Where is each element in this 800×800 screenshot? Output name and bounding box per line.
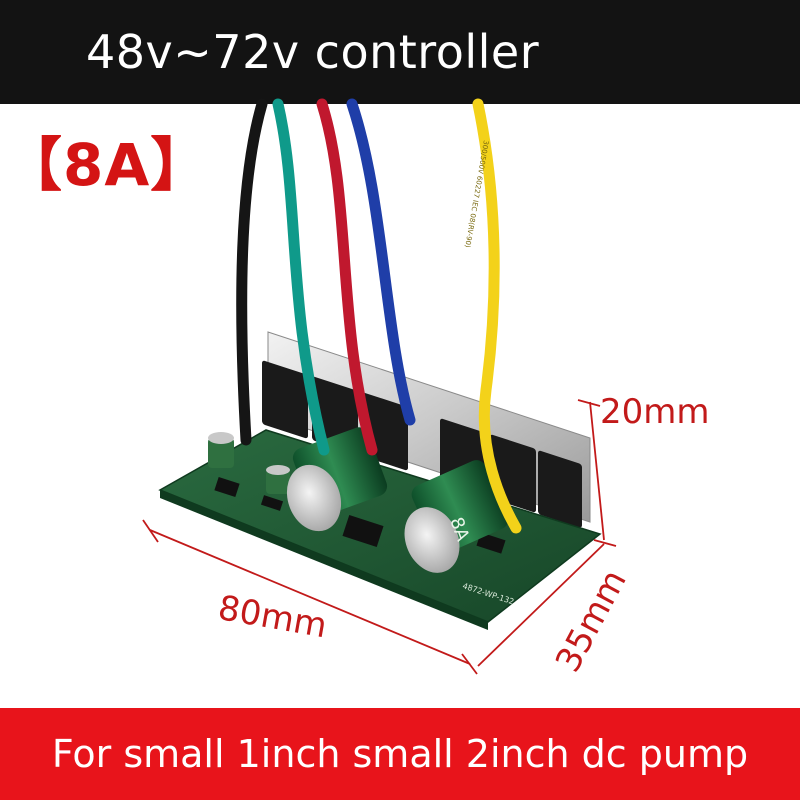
height-tick (577, 399, 601, 407)
dimension-lines (142, 399, 617, 675)
mosfet (262, 360, 308, 439)
small-capacitor (208, 432, 234, 468)
large-capacitor (286, 427, 388, 532)
footer-caption: For small 1inch small 2inch dc pump (51, 732, 749, 776)
length-tick (142, 519, 159, 543)
height-dimension-line (589, 401, 605, 541)
height-tick (593, 539, 617, 547)
current-rating-badge: 【8A】 (4, 131, 210, 199)
yellow-wire (472, 98, 522, 534)
large-capacitor: 8A (404, 460, 509, 573)
black-wire (236, 98, 268, 446)
footer-banner: For small 1inch small 2inch dc pump (0, 708, 800, 800)
width-dimension-line (477, 543, 605, 667)
header-banner: 48v~72v controller (0, 0, 800, 104)
length-dimension-line (149, 529, 471, 665)
blue-wire (346, 98, 416, 426)
length-tick (461, 653, 478, 675)
page-title: 48v~72v controller (86, 25, 540, 79)
red-wire (316, 98, 378, 456)
mosfet (538, 450, 582, 528)
teal-wire (272, 98, 330, 456)
small-capacitor (266, 465, 290, 494)
height-dimension-label: 20mm (600, 392, 710, 432)
